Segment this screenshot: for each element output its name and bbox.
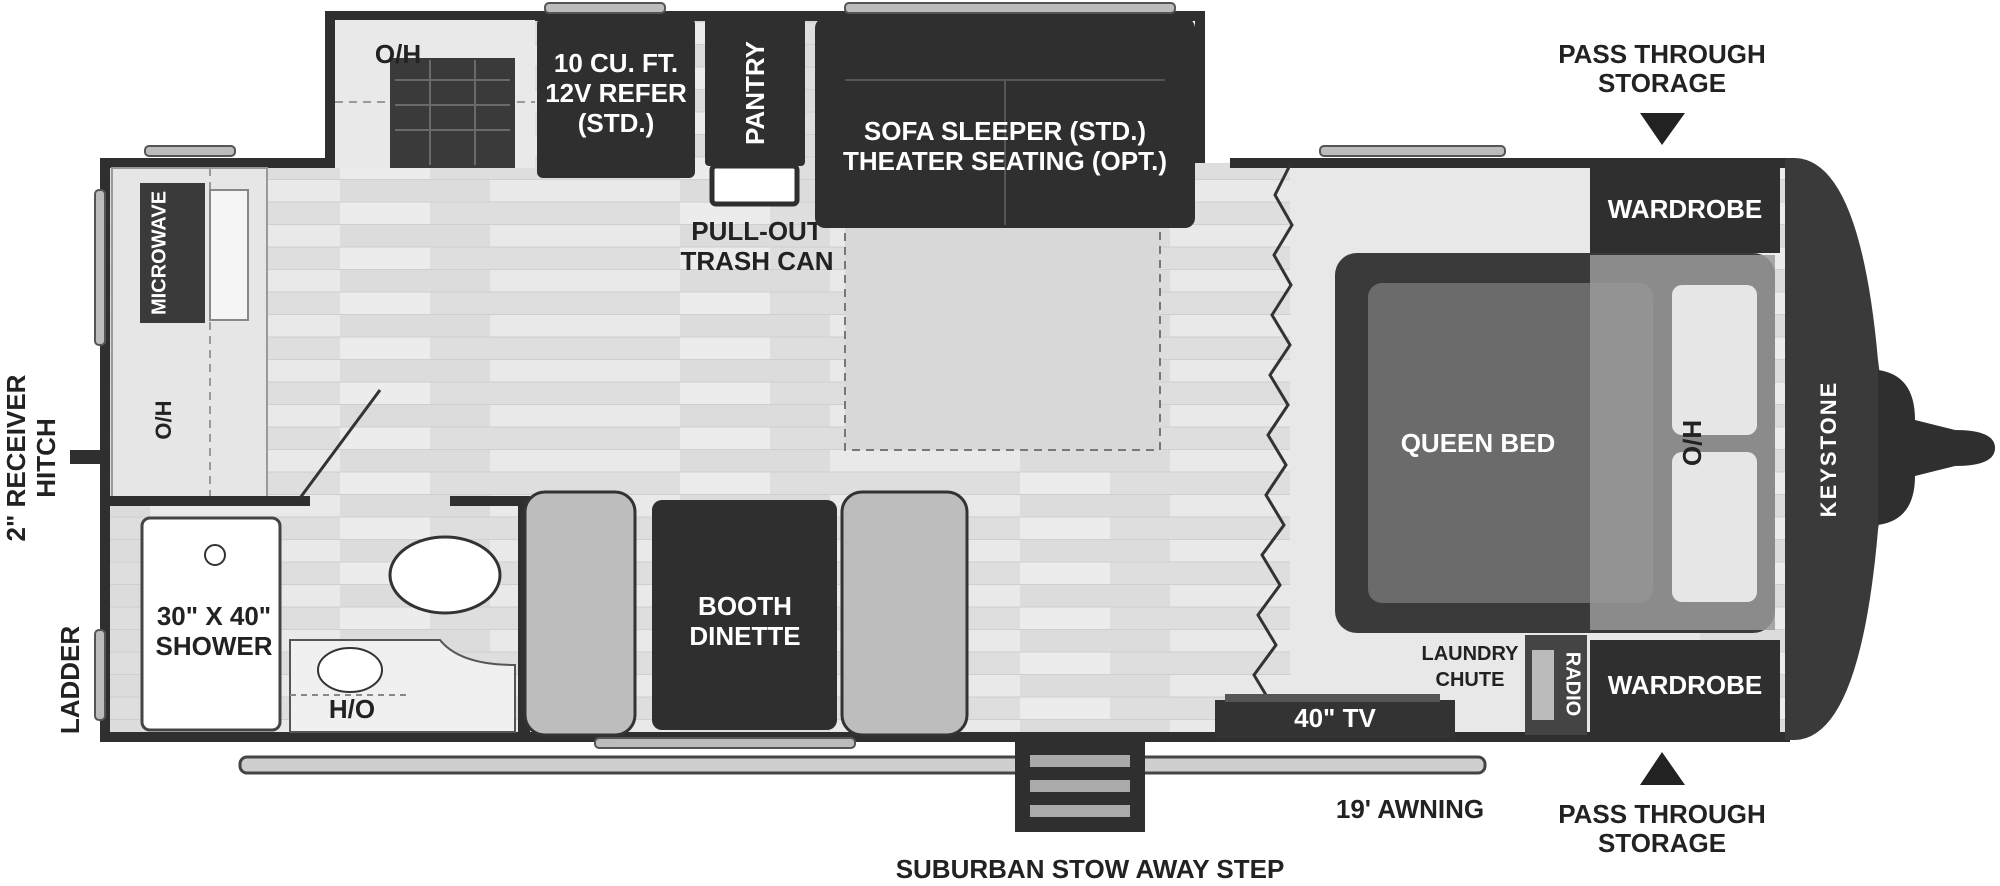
wardrobe-bottom-label: WARDROBE [1608,670,1763,700]
sink-rear [209,189,249,321]
dinette-label-2: DINETTE [689,621,800,651]
hitch-coupler [1878,370,1995,525]
cooktop-grates [395,60,510,165]
hitch-label-2: HITCH [31,418,61,497]
pass-top-label-2: STORAGE [1598,68,1726,98]
pantry-label: PANTRY [740,41,770,145]
tv-label: 40" TV [1294,703,1376,733]
awning-rail [238,755,1487,775]
wardrobe-bottom [1590,640,1780,735]
dinette-seat-left [523,490,637,737]
dinette-table [652,500,837,730]
wardrobe-top [1590,163,1780,253]
ladder-label: LADDER [55,626,85,735]
dinette-seat-right [840,490,969,737]
hitch-label-1: 2" RECEIVER [1,374,31,541]
queen-bed-mattress [1368,283,1653,603]
front-cap [1785,158,1884,740]
dinette-label-1: BOOTH [698,591,792,621]
bath-sink [317,647,383,693]
ho-bed-label: H/O [1677,420,1707,466]
radio-label: RADIO [1562,652,1584,716]
laundry-label-2: CHUTE [1436,669,1505,691]
toilet [388,535,502,615]
refer-label-3: (STD.) [578,108,655,138]
oh-kitchen-label: O/H [375,39,421,69]
receiver-hitch [70,450,105,464]
bath-door-swing [298,389,382,499]
pass-through-arrow-bottom [1640,752,1685,785]
pillow-top [1672,285,1757,435]
bathroom-wall-top-2 [450,496,530,506]
microwave-label: MICROWAVE [148,191,170,315]
windows [94,2,1506,749]
refrigerator [537,18,695,178]
oh-front-label: O/H [151,400,176,439]
refer-label-2: 12V REFER [545,78,687,108]
sofa-label-1: SOFA SLEEPER (STD.) [864,116,1146,146]
cooktop [390,58,515,168]
shower-label-2: SHOWER [156,631,273,661]
sofa-extended-area [844,224,1161,451]
pass-through-arrow-top [1640,113,1685,145]
pass-bottom-label-1: PASS THROUGH [1558,799,1766,829]
tv-cabinet [1215,700,1455,738]
awning-label: 19' AWNING [1336,794,1484,824]
shower-drain [204,544,226,566]
wardrobe-top-label: WARDROBE [1608,194,1763,224]
ho-bath-label: H/O [329,694,375,724]
sofa-label-2: THEATER SEATING (OPT.) [843,146,1167,176]
refer-label-1: 10 CU. FT. [554,48,678,78]
step-label: SUBURBAN STOW AWAY STEP [896,854,1285,884]
keystone-logo: KEYSTONE [1816,381,1841,518]
laundry-label-1: LAUNDRY [1421,643,1519,665]
trash-label-2: TRASH CAN [680,246,833,276]
bedroom-divider [1248,164,1294,736]
stow-away-step [1015,737,1145,832]
bathroom-wall-top [110,496,310,506]
microwave-unit [140,183,205,323]
pantry [705,18,805,166]
trash-label-1: PULL-OUT [691,216,823,246]
queen-bed-label: QUEEN BED [1401,428,1556,458]
pass-top-label-1: PASS THROUGH [1558,39,1766,69]
shower-label-1: 30" X 40" [157,601,271,631]
pillow-bottom [1672,452,1757,602]
shower-stall [140,516,282,732]
pass-bottom-label-2: STORAGE [1598,828,1726,858]
trash-can [709,163,800,207]
